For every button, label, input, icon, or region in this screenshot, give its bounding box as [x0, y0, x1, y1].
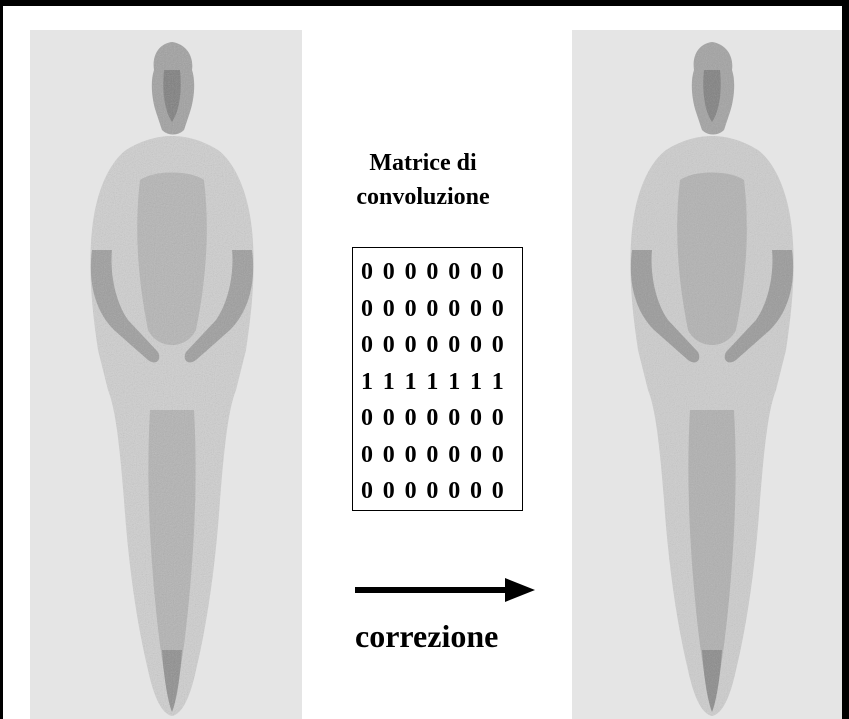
matrix-cell: 0 [383, 400, 405, 437]
matrix-cell: 0 [426, 291, 448, 328]
matrix-cell: 0 [492, 400, 514, 437]
matrix-cell: 0 [426, 254, 448, 291]
matrix-cell: 0 [448, 473, 470, 510]
matrix-cell: 0 [426, 437, 448, 474]
matrix-cell: 0 [426, 327, 448, 364]
matrix-cell: 0 [448, 327, 470, 364]
matrix-cell: 1 [426, 364, 448, 401]
matrix-cell: 0 [470, 327, 492, 364]
matrix-cell: 0 [470, 473, 492, 510]
matrix-cell: 0 [361, 473, 383, 510]
matrix-cell: 0 [405, 254, 427, 291]
matrix-cell: 0 [361, 327, 383, 364]
matrix-cell: 0 [492, 254, 514, 291]
matrix-cell: 0 [470, 291, 492, 328]
matrix-cell: 1 [383, 364, 405, 401]
matrix-cell: 0 [470, 254, 492, 291]
matrix-cell: 0 [470, 437, 492, 474]
matrix-cell: 0 [426, 400, 448, 437]
convolution-matrix-title: Matrice di convoluzione [333, 146, 513, 214]
matrix-cell: 0 [383, 473, 405, 510]
matrix-cell: 1 [448, 364, 470, 401]
matrix-cell: 0 [383, 327, 405, 364]
matrix-cell: 0 [426, 473, 448, 510]
corrected-figure-image [572, 30, 842, 719]
original-figure-image [30, 30, 302, 719]
matrix-cell: 1 [492, 364, 514, 401]
matrix-cell: 0 [448, 254, 470, 291]
matrix-cell: 0 [448, 400, 470, 437]
figure-silhouette-corrected [572, 30, 842, 719]
matrix-cell: 0 [405, 291, 427, 328]
matrix-cell: 1 [470, 364, 492, 401]
title-line-2: convoluzione [333, 180, 513, 214]
title-line-1: Matrice di [333, 146, 513, 180]
matrix-cell: 0 [361, 254, 383, 291]
matrix-cell: 0 [492, 327, 514, 364]
matrix-cell: 0 [383, 254, 405, 291]
matrix-cell: 0 [361, 291, 383, 328]
correction-label: correzione [355, 616, 555, 656]
matrix-cell: 0 [361, 437, 383, 474]
matrix-cell: 0 [492, 291, 514, 328]
matrix-cell: 0 [405, 400, 427, 437]
matrix-cell: 1 [361, 364, 383, 401]
matrix-cell: 0 [405, 327, 427, 364]
matrix-cell: 0 [383, 437, 405, 474]
matrix-cell: 0 [361, 400, 383, 437]
matrix-cell: 0 [470, 400, 492, 437]
matrix-cell: 1 [405, 364, 427, 401]
figure-silhouette-original [30, 30, 302, 719]
matrix-cell: 0 [448, 437, 470, 474]
matrix-cell: 0 [448, 291, 470, 328]
matrix-cell: 0 [405, 437, 427, 474]
matrix-cell: 0 [492, 473, 514, 510]
arrow-right-icon [355, 575, 535, 605]
matrix-cell: 0 [383, 291, 405, 328]
matrix-cell: 0 [405, 473, 427, 510]
matrix-cell: 0 [492, 437, 514, 474]
